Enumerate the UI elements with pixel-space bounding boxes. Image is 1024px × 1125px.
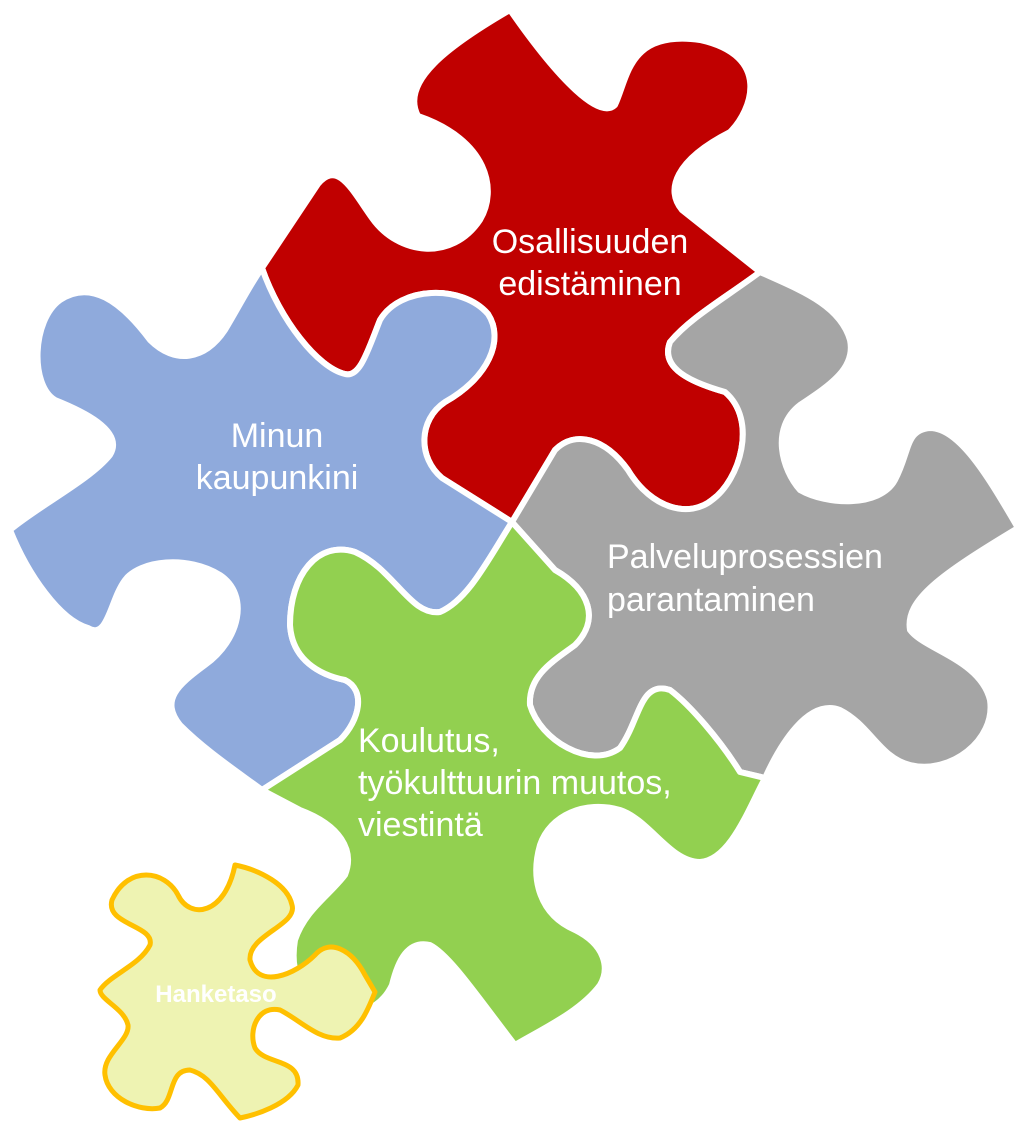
piece-green [259, 519, 768, 1048]
label-hanketaso: Hanketaso [155, 981, 276, 1008]
piece-blue [7, 265, 515, 793]
label-red-line2: edistäminen [498, 265, 681, 303]
piece-hanketaso [97, 862, 378, 1121]
label-green-line2: työkulttuurin muutos, [358, 764, 672, 802]
label-green-line3: viestintä [358, 806, 483, 844]
label-red-line1: Osallisuuden [492, 223, 689, 261]
label-blue-line1: Minun [231, 417, 324, 455]
label-green-line1: Koulutus, [358, 722, 500, 760]
label-gray-line1: Palveluprosessien [607, 538, 883, 576]
label-gray-line2: parantaminen [607, 581, 815, 619]
piece-gray [509, 269, 1021, 781]
label-blue-line2: kaupunkini [196, 459, 359, 497]
